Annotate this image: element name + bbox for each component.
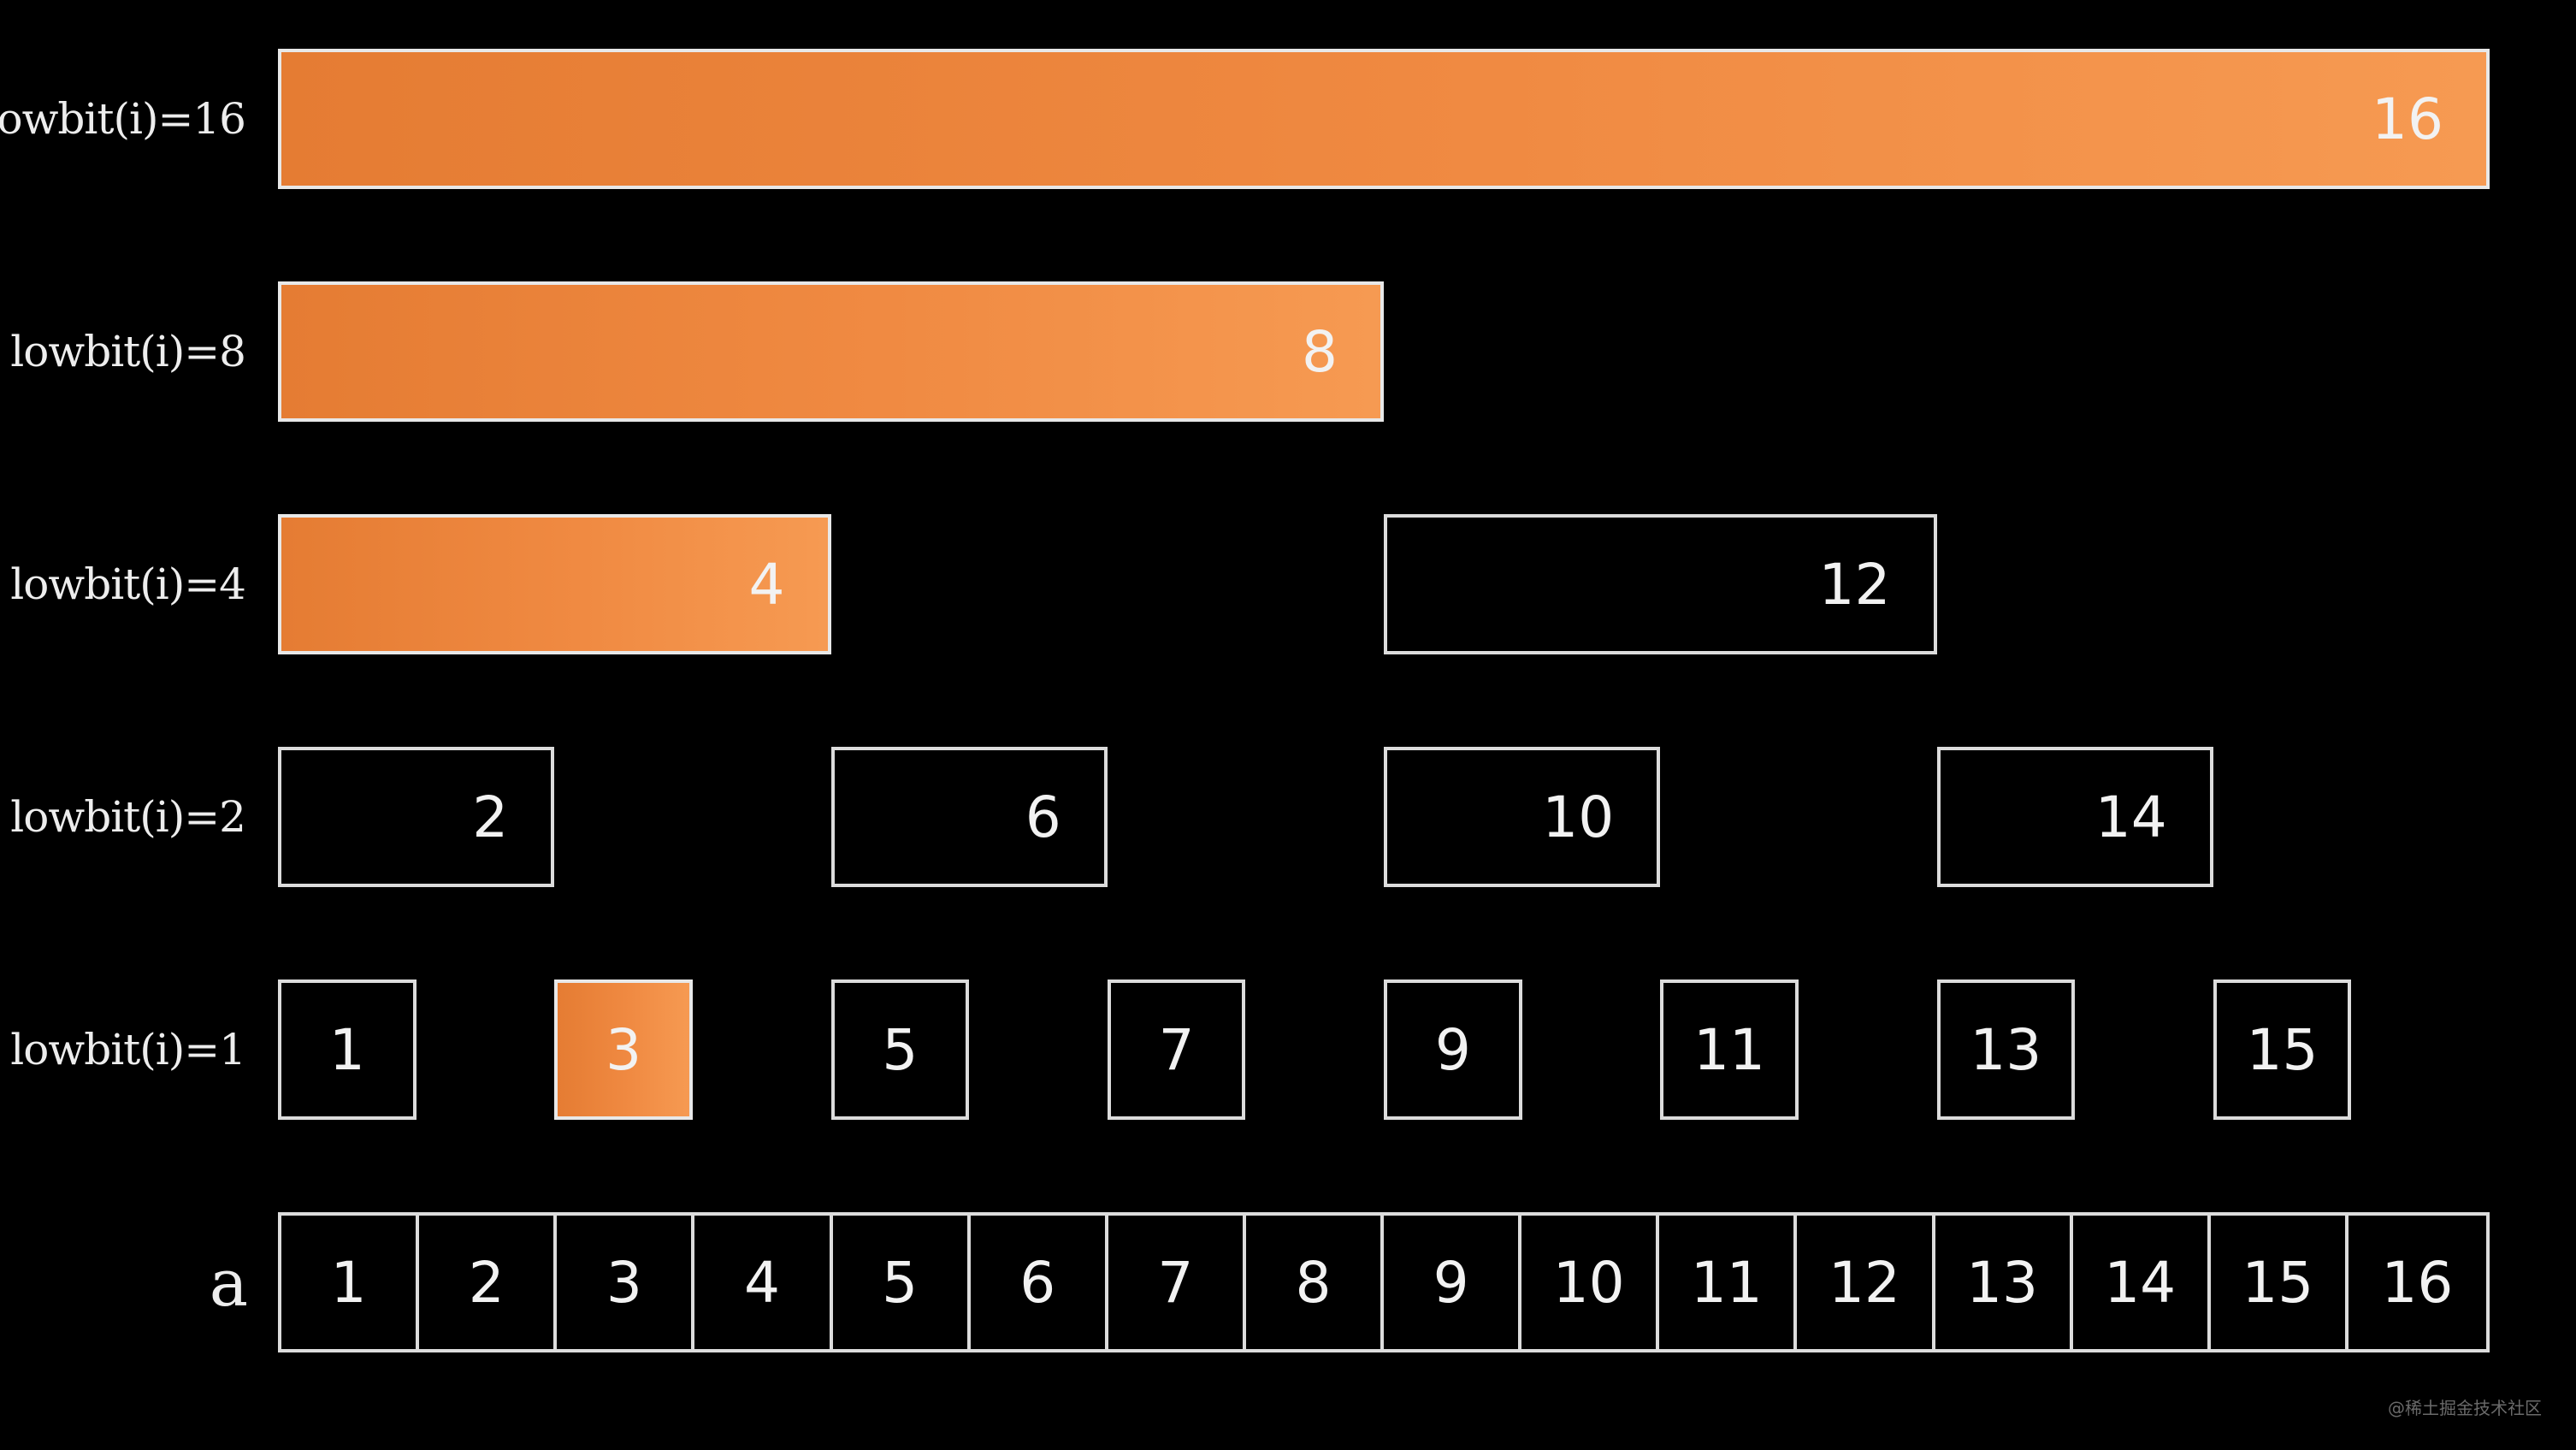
tree-node-14: 14 [1936,747,2213,887]
tree-node-5: 5 [830,979,970,1120]
array-cell-7: 7 [1108,1216,1246,1349]
array-cell-14: 14 [2073,1216,2211,1349]
tree-node-3: 3 [554,979,693,1120]
row-label: lowbit(i)=1 [10,1025,246,1074]
tree-node-12: 12 [1384,514,1937,654]
array-cell-13: 13 [1935,1216,2073,1349]
array-cell-10: 10 [1521,1216,1660,1349]
tree-node-15: 15 [2213,979,2352,1120]
array-cell-4: 4 [694,1216,833,1349]
array-cell-8: 8 [1246,1216,1384,1349]
array-cell-1: 1 [281,1216,420,1349]
tree-node-11: 11 [1660,979,1799,1120]
row-label: lowbit(i)=2 [10,792,246,842]
tree-node-8: 8 [278,281,1384,422]
array-cell-16: 16 [2381,1249,2454,1316]
array-cell-6: 6 [971,1216,1108,1349]
array-cell-12: 12 [1797,1216,1935,1349]
array-cell-5: 5 [833,1216,971,1349]
array-cell-2: 2 [419,1216,558,1349]
row-label: lowbit(i)=8 [10,327,246,376]
tree-node-2: 2 [278,747,555,887]
tree-node-1: 1 [278,979,417,1120]
tree-node-4: 4 [278,514,831,654]
tree-node-16: 16 [278,49,2490,189]
array-cell-9: 9 [1384,1216,1522,1349]
watermark: @稀土掘金技术社区 [2388,1398,2542,1418]
tree-node-10: 10 [1384,747,1661,887]
array-cell-11: 11 [1659,1216,1798,1349]
array-cell-15: 15 [2211,1216,2349,1349]
tree-node-6: 6 [830,747,1108,887]
tree-node-13: 13 [1936,979,2076,1120]
array-cell-3: 3 [557,1216,695,1349]
tree-node-7: 7 [1107,979,1246,1120]
tree-node-9: 9 [1384,979,1522,1120]
row-label: lowbit(i)=16 [0,94,246,144]
array-label: a [209,1244,248,1321]
row-label: lowbit(i)=4 [10,559,246,609]
